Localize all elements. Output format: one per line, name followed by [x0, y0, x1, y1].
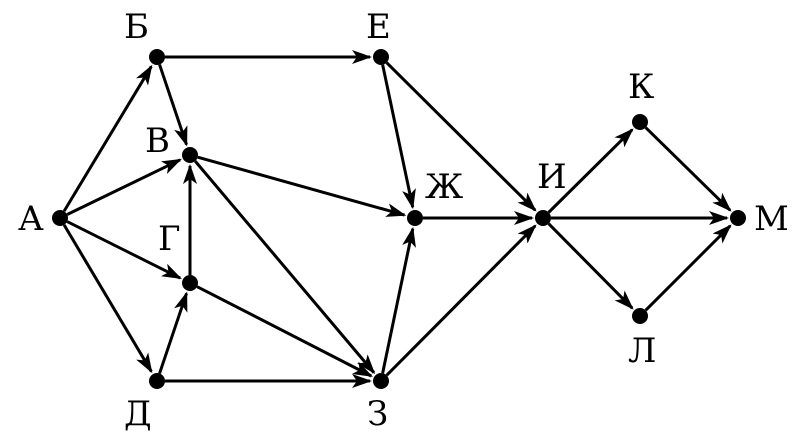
- node-label-m: М: [754, 199, 789, 239]
- node-label-g: Г: [158, 219, 181, 259]
- node-label-z: З: [367, 394, 388, 434]
- edge-i-k: [547, 128, 634, 214]
- node-m: [730, 210, 746, 226]
- edge-g-z: [196, 285, 373, 378]
- node-label-k: К: [628, 67, 654, 107]
- edge-z-i: [385, 224, 537, 377]
- node-v: [182, 147, 198, 163]
- node-g: [182, 275, 198, 291]
- edge-d-g: [158, 291, 188, 374]
- graph-nodes: [52, 49, 746, 389]
- edge-e-zh: [381, 64, 416, 210]
- edge-a-g: [66, 220, 182, 280]
- node-i: [535, 210, 551, 226]
- edge-v-zh: [197, 155, 407, 217]
- node-zh: [407, 210, 423, 226]
- edge-b-v: [158, 64, 188, 147]
- node-l: [632, 308, 648, 324]
- edge-k-m: [644, 126, 732, 212]
- graph-labels: А Б В Г Д Е Ж З И К Л М: [18, 7, 789, 434]
- graph-edges: [62, 50, 732, 388]
- node-label-l: Л: [628, 331, 656, 371]
- edge-e-i: [385, 61, 537, 212]
- node-d: [149, 373, 165, 389]
- edge-a-d: [62, 224, 153, 374]
- edge-l-m: [644, 224, 732, 312]
- node-k: [632, 114, 648, 130]
- edge-a-v: [66, 158, 182, 216]
- node-label-e: Е: [366, 7, 391, 47]
- node-label-i: И: [537, 157, 567, 197]
- edge-i-l: [547, 222, 634, 310]
- node-label-d: Д: [124, 394, 152, 434]
- node-label-a: А: [18, 199, 44, 239]
- node-b: [149, 49, 165, 65]
- node-label-b: Б: [124, 7, 149, 47]
- edge-a-b: [62, 64, 153, 212]
- node-label-zh: Ж: [425, 167, 463, 207]
- node-z: [373, 373, 389, 389]
- node-label-v: В: [145, 121, 170, 161]
- node-a: [52, 210, 68, 226]
- node-e: [373, 49, 389, 65]
- edge-v-z: [194, 160, 376, 375]
- edge-z-zh: [381, 226, 416, 374]
